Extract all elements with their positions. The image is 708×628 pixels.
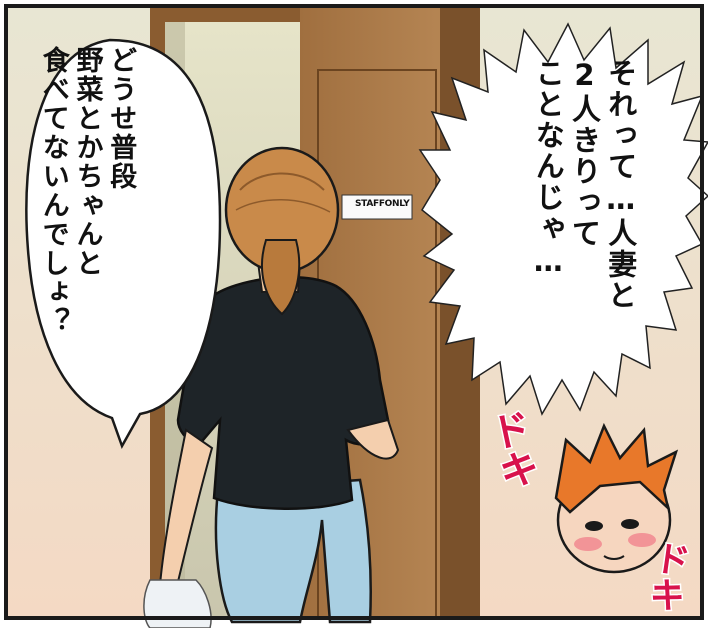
door-sign-text: STAFFONLY [355,199,410,209]
speech-left-line-1: どうせ普段 [105,46,137,191]
panel-border [4,4,704,620]
speech-text-left: どうせ普段 野菜とかちゃんと 食べてないんでしょ？ [36,46,137,426]
speech-right-line-2: 2人きりって [567,58,602,249]
boy-face [554,422,679,574]
speech-left-line-3: 食べてないんでしょ？ [37,46,69,336]
speech-right-line-3: ことなんじゃ… [531,58,566,280]
speech-bubble-left [25,38,222,450]
speech-right-line-1: それって…人妻と [603,58,638,311]
sound-effect-doki-2: ドキ [640,536,694,616]
thought-text-right: それって…人妻と 2人きりって ことなんじゃ… [530,58,639,388]
woman-figure [143,146,400,628]
speech-left-line-2: 野菜とかちゃんと [71,46,103,278]
